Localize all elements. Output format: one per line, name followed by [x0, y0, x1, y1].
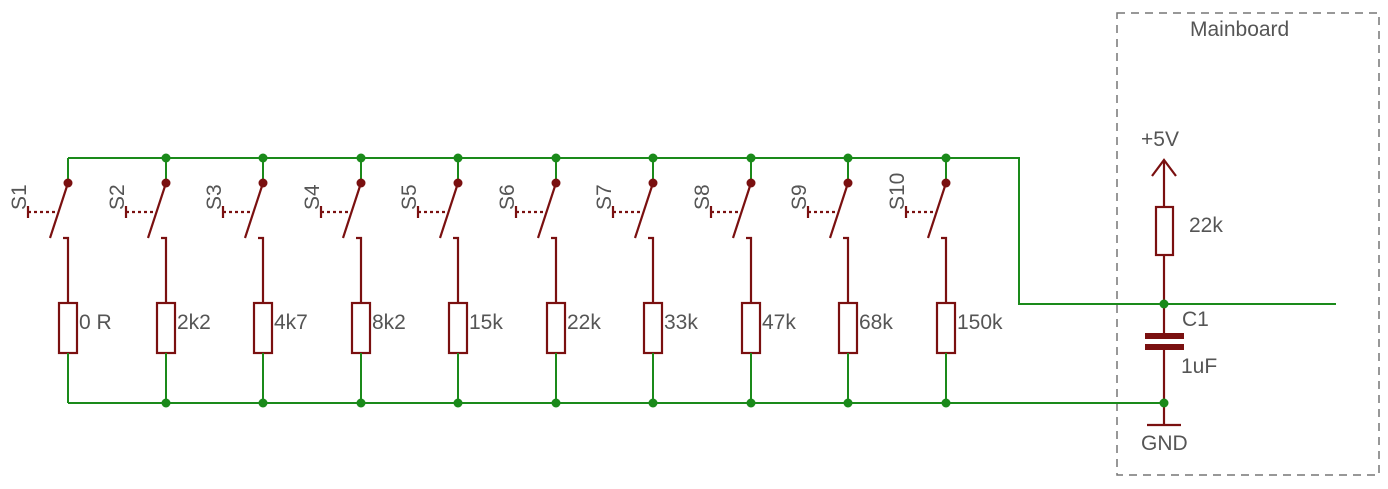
resistor-body	[740, 301, 762, 355]
switch-contact	[258, 236, 265, 303]
resistor-value: 8k2	[372, 311, 406, 334]
resistor-value: 15k	[469, 311, 503, 334]
switch-blade	[926, 182, 948, 239]
switch-contact	[648, 236, 655, 303]
pullup-value: 22k	[1189, 214, 1223, 237]
resistor-body	[935, 301, 957, 355]
switch-contact	[356, 236, 363, 303]
resistor-value: 4k7	[274, 311, 308, 334]
junction-dot	[843, 398, 853, 408]
capacitor-ref: C1	[1182, 308, 1209, 331]
junction-dot	[453, 398, 463, 408]
switch-contact	[843, 236, 850, 303]
switch-label: S3	[203, 184, 226, 210]
junction-dot	[551, 398, 561, 408]
supply-arrow-icon	[1151, 158, 1177, 177]
junction-dot	[843, 153, 853, 163]
mainboard-label: Mainboard	[1190, 18, 1289, 41]
junction-dot	[1159, 299, 1169, 309]
junction-dot	[941, 398, 951, 408]
junction-dot	[648, 153, 658, 163]
resistor-body	[57, 301, 79, 355]
switch-blade	[243, 182, 265, 239]
switch-label: S1	[8, 184, 31, 210]
switch-label: S2	[106, 184, 129, 210]
capacitor-top-plate	[1145, 333, 1184, 339]
resistor-value: 68k	[859, 311, 893, 334]
resistor-body	[837, 301, 859, 355]
junction-dot	[1159, 398, 1169, 408]
junction-dot	[746, 398, 756, 408]
junction-dot	[356, 153, 366, 163]
resistor-body	[545, 301, 567, 355]
resistor-body	[252, 301, 274, 355]
switch-blade	[48, 182, 70, 239]
switch-resistor-ladder: S1 0 R S2 2k2 S3 4k7 S4 8k2 S5 15k S6 22k S7 33k S8 47k…	[8, 153, 1003, 408]
switch-contact	[746, 236, 753, 303]
switch-contact	[941, 236, 948, 303]
switch-label: S4	[301, 184, 324, 210]
switch-blade	[146, 182, 168, 239]
ground-label: GND	[1141, 432, 1188, 455]
switch-contact	[551, 236, 558, 303]
capacitor-bottom-plate	[1145, 344, 1184, 350]
junction-dot	[356, 398, 366, 408]
resistor-body	[155, 301, 177, 355]
mainboard-frame	[1116, 12, 1380, 476]
resistor-value: 33k	[664, 311, 698, 334]
pullup-resistor	[1154, 205, 1175, 257]
junction-dot	[648, 398, 658, 408]
switch-label: S9	[788, 184, 811, 210]
switch-blade	[341, 182, 363, 239]
junction-dot	[161, 398, 171, 408]
junction-dot	[551, 153, 561, 163]
resistor-body	[642, 301, 664, 355]
supply-label: +5V	[1141, 128, 1179, 151]
switch-label: S6	[496, 184, 519, 210]
junction-dot	[258, 398, 268, 408]
switch-contact	[63, 236, 70, 303]
switch-label: S5	[398, 184, 421, 210]
resistor-value: 22k	[567, 311, 601, 334]
switch-label: S7	[593, 184, 616, 210]
junction-dot	[161, 153, 171, 163]
capacitor-value: 1uF	[1181, 355, 1217, 378]
junction-dot	[258, 153, 268, 163]
switch-label: S10	[886, 173, 909, 210]
top-bus-wire	[68, 157, 1336, 305]
switch-blade	[633, 182, 655, 239]
junction-dot	[746, 153, 756, 163]
resistor-value: 2k2	[177, 311, 211, 334]
pullup-section: +5V 22k C1 1uF GND	[1141, 128, 1223, 455]
resistor-value: 0 R	[79, 311, 112, 334]
junction-dot	[941, 153, 951, 163]
switch-contact	[453, 236, 460, 303]
junction-dot	[453, 153, 463, 163]
switch-blade	[731, 182, 753, 239]
resistor-body	[350, 301, 372, 355]
switch-blade	[536, 182, 558, 239]
resistor-value: 47k	[762, 311, 796, 334]
switch-blade	[438, 182, 460, 239]
switch-blade	[828, 182, 850, 239]
switch-label: S8	[691, 184, 714, 210]
resistor-value: 150k	[957, 311, 1003, 334]
resistor-body	[447, 301, 469, 355]
switch-contact	[161, 236, 168, 303]
